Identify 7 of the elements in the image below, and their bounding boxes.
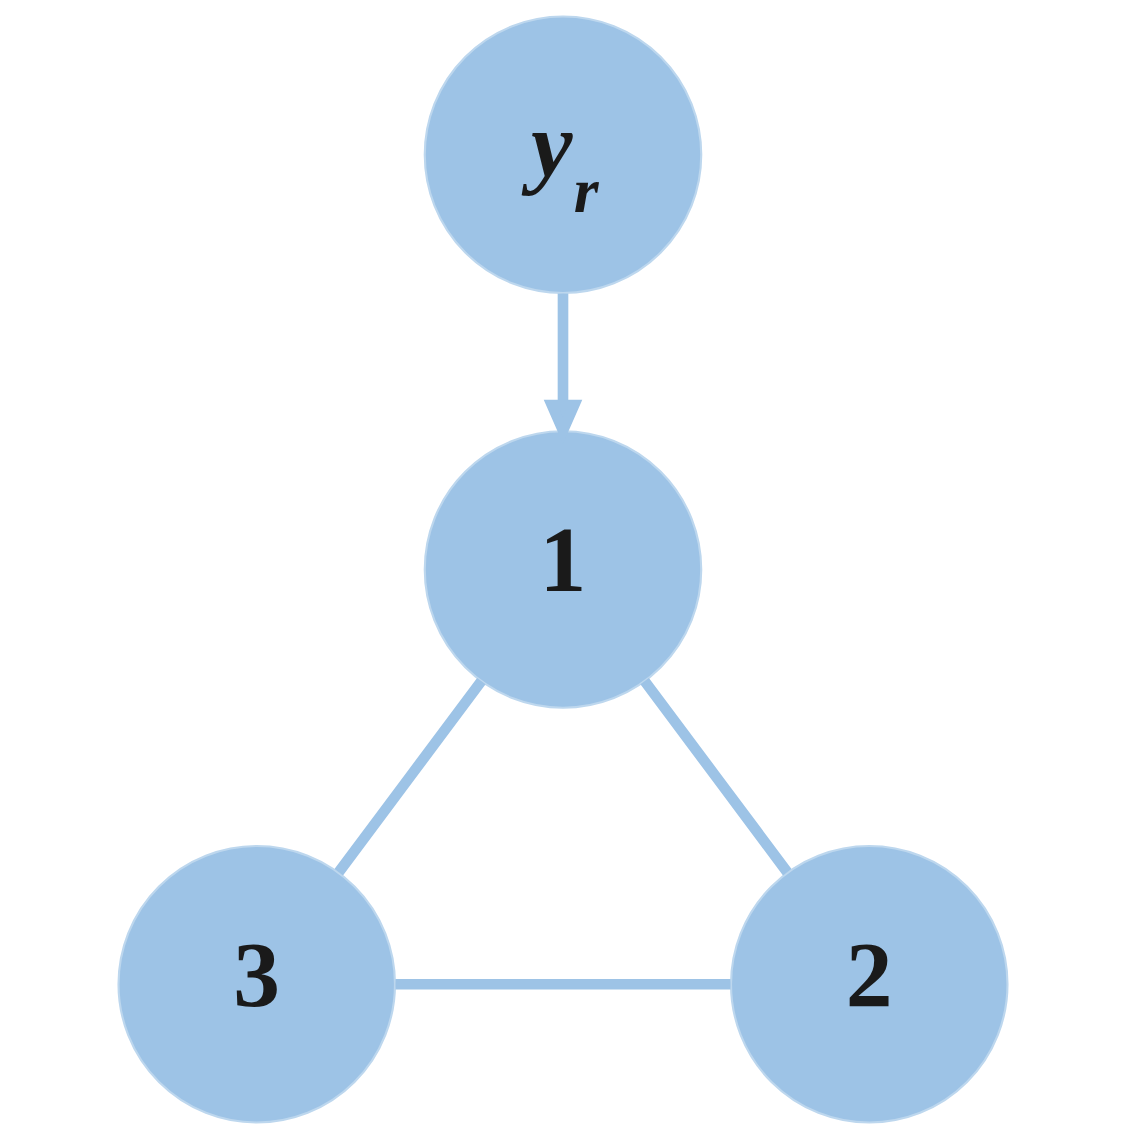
connector: [640, 677, 792, 876]
node-circle: 3: [117, 844, 397, 1124]
connector: [395, 978, 731, 990]
node-circle: 1: [423, 430, 703, 709]
connector: [334, 677, 486, 876]
node-circle: 2: [729, 844, 1009, 1124]
node-circle: y$_{r}$: [423, 15, 703, 295]
